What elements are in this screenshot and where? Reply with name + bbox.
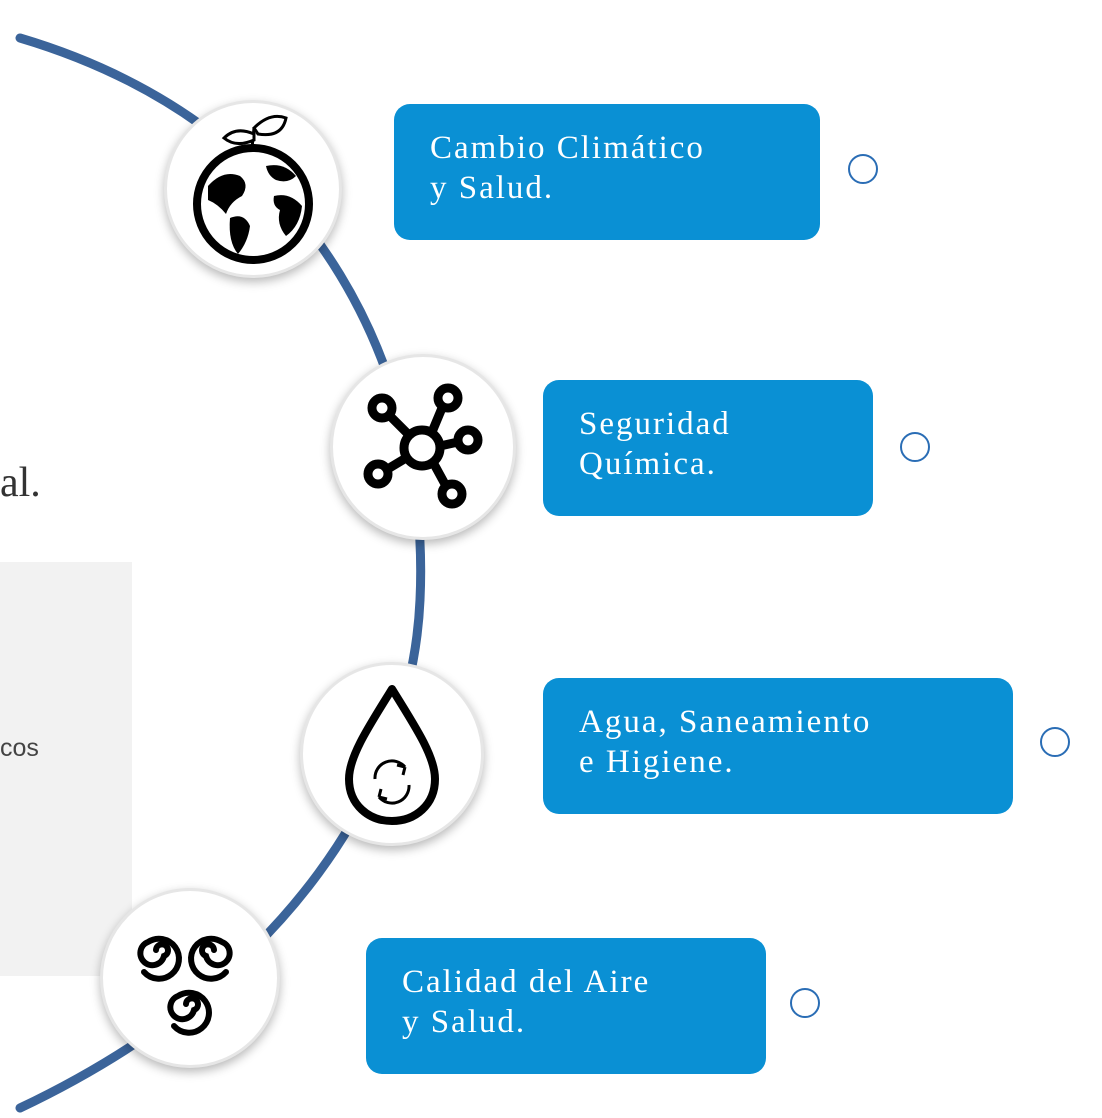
marker-dot-air[interactable]: [790, 988, 820, 1018]
card-line-1: Seguridad: [579, 406, 731, 442]
icon-circle-water: [300, 662, 484, 846]
water-drop-icon: [345, 685, 439, 825]
icon-circle-chemical: [330, 354, 516, 540]
air-swirl-icon: [137, 935, 233, 1036]
marker-dot-water[interactable]: [1040, 727, 1070, 757]
icon-circle-air: [100, 888, 280, 1068]
card-line-2: y Salud.: [402, 1004, 527, 1040]
marker-dot-climate[interactable]: [848, 154, 878, 184]
marker-dot-chemical[interactable]: [900, 432, 930, 462]
card-line-1: Cambio Climático: [430, 130, 705, 166]
molecule-icon: [363, 383, 483, 509]
background-panel: [0, 562, 132, 976]
topic-card-chemical[interactable]: Seguridad Química.: [543, 380, 873, 516]
icon-circle-climate: [164, 100, 342, 278]
card-line-1: Agua, Saneamiento: [579, 704, 872, 740]
topic-card-climate[interactable]: Cambio Climático y Salud.: [394, 104, 820, 240]
partial-heading-text: al.: [0, 460, 41, 506]
topic-card-air[interactable]: Calidad del Aire y Salud.: [366, 938, 766, 1074]
partial-body-text: cos: [0, 734, 39, 762]
card-line-2: Química.: [579, 446, 717, 482]
topic-card-water[interactable]: Agua, Saneamiento e Higiene.: [543, 678, 1013, 814]
card-line-2: y Salud.: [430, 170, 555, 206]
card-line-1: Calidad del Aire: [402, 964, 651, 1000]
earth-plant-icon: [193, 114, 313, 264]
card-line-2: e Higiene.: [579, 744, 735, 780]
